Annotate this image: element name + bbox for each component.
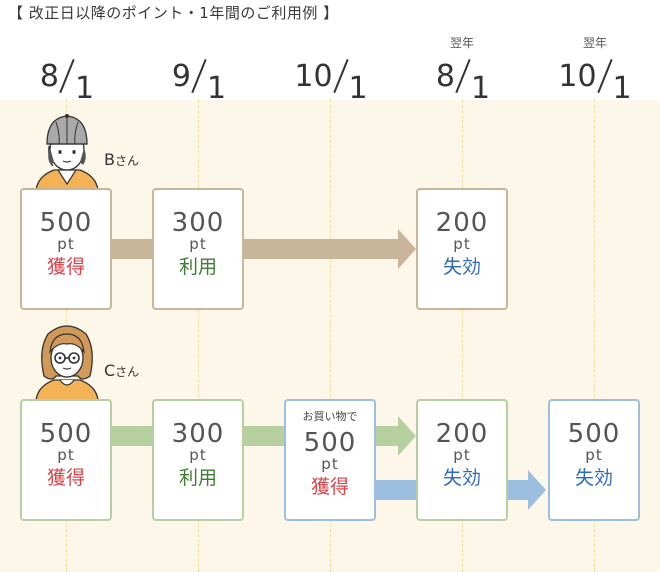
arrow-bar xyxy=(374,480,418,500)
point-card: 300 pt 利用 xyxy=(152,399,244,521)
point-card: 300 pt 利用 xyxy=(152,188,244,310)
timeline-guide xyxy=(462,100,463,572)
timeline-guide xyxy=(594,100,595,572)
person-b-avatar-icon xyxy=(35,114,99,190)
point-card: お買い物で 500 pt 獲得 xyxy=(284,399,376,521)
timeline-guide xyxy=(330,100,331,572)
point-card: 200 pt 失効 xyxy=(416,399,508,521)
person-b-label: Bさん xyxy=(104,150,139,169)
arrow-bar xyxy=(242,426,286,446)
timeline-guide xyxy=(198,100,199,572)
person-c-avatar-icon xyxy=(35,325,99,400)
arrow-bar xyxy=(110,426,154,446)
slash-icon xyxy=(192,58,206,92)
point-card: 500 pt 獲得 xyxy=(20,399,112,521)
slash-icon xyxy=(60,58,74,92)
arrow-head-icon xyxy=(398,229,416,269)
arrow-bar xyxy=(110,239,154,259)
point-card: 500 pt 失効 xyxy=(548,399,640,521)
arrow-bar xyxy=(506,480,530,500)
slash-icon xyxy=(334,58,348,92)
arrow-head-icon xyxy=(398,416,416,456)
arrow-bar xyxy=(374,426,400,446)
point-card: 500 pt 獲得 xyxy=(20,188,112,310)
point-card: 200 pt 失効 xyxy=(416,188,508,310)
timeline-prefix: 翌年 xyxy=(449,36,474,50)
slash-icon xyxy=(598,58,612,92)
arrow-bar xyxy=(242,239,400,259)
slash-icon xyxy=(456,58,470,92)
page-title: 【 改正日以降のポイント・1年間のご利用例 】 xyxy=(8,4,339,22)
timeline-prefix: 翌年 xyxy=(582,36,607,50)
person-c-label: Cさん xyxy=(104,361,140,380)
purchase-note: お買い物で xyxy=(302,410,358,423)
arrow-head-icon xyxy=(528,470,546,510)
